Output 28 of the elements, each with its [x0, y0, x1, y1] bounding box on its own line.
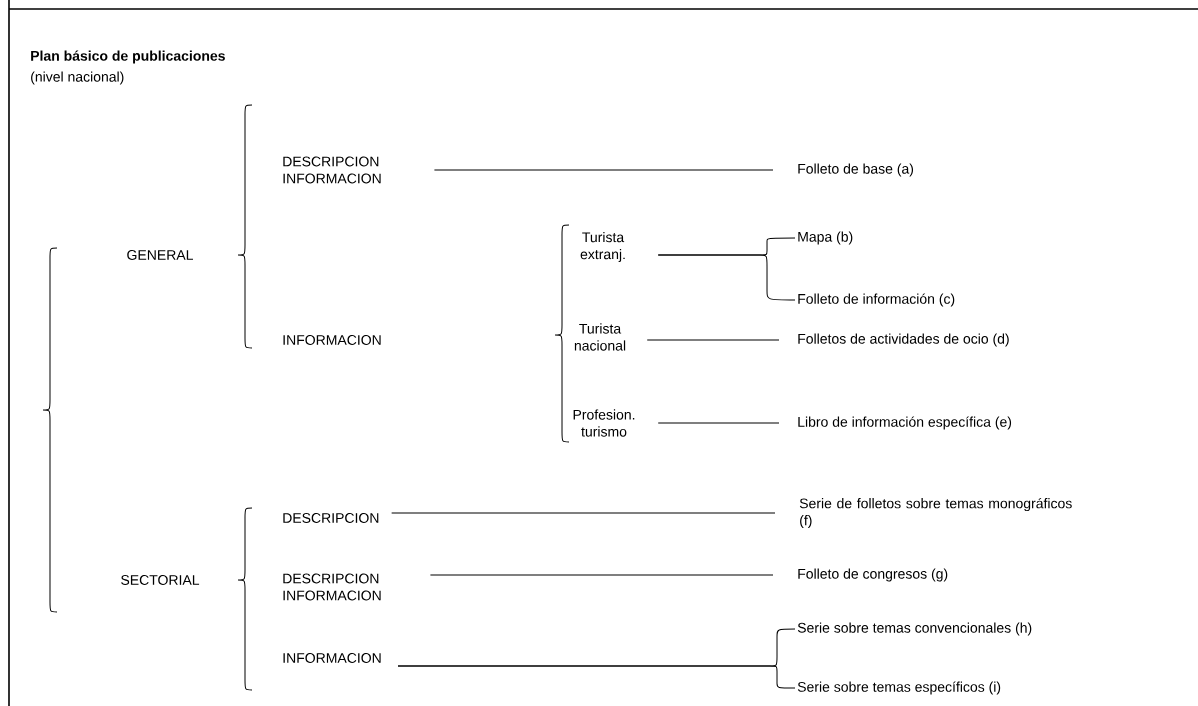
connector: [657, 422, 780, 424]
type-label: DESCRIPCION: [283, 513, 379, 523]
audience-label: Turista nacional: [574, 323, 626, 351]
publication-label: Libro de información específica (e): [798, 416, 1012, 430]
publication-label: Folleto de congresos (g): [798, 568, 948, 582]
type-label: DESCRIPCION INFORMACION: [283, 573, 381, 601]
connector: [657, 254, 796, 301]
connector: [433, 169, 774, 171]
connector: [391, 512, 776, 514]
title: Plan básico de publicaciones: [31, 50, 225, 64]
type-label: DESCRIPCION INFORMACION: [283, 156, 381, 184]
publication-label: Serie de folletos sobre temas monográficos (f): [799, 497, 1072, 529]
audience-label: Turista extranj.: [580, 231, 625, 262]
connector: [646, 339, 780, 341]
category-label: GENERAL: [127, 250, 193, 260]
type-label: INFORMACION: [283, 653, 381, 663]
publication-label: Serie sobre temas convencionales (h): [797, 622, 1032, 636]
subtitle: (nivel nacional): [31, 71, 124, 85]
connector: [429, 574, 774, 576]
publication-label: Folleto de información (c): [798, 293, 955, 307]
publication-label: Serie sobre temas específicos (i): [797, 681, 1001, 695]
publication-label: Folleto de base (a): [798, 163, 914, 177]
publication-label: Folletos de actividades de ocio (d): [798, 333, 1009, 347]
type-label: INFORMACION: [283, 335, 381, 345]
category-label: SECTORIAL: [121, 575, 200, 585]
connector: [397, 665, 796, 689]
audience-label: Profesion. turismo: [573, 409, 635, 437]
publication-label: Mapa (b): [798, 231, 853, 245]
